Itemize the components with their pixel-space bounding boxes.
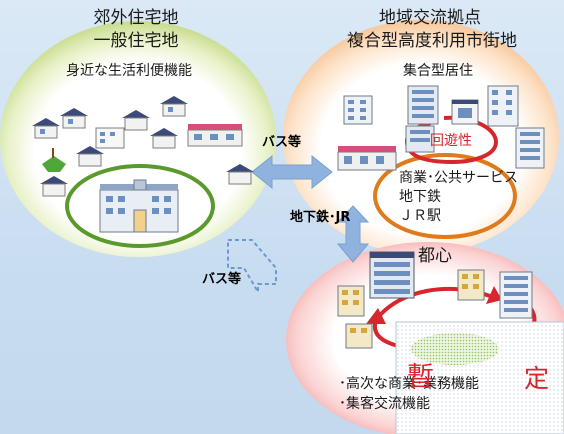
jr-station-label: ＪＲ駅: [399, 208, 441, 224]
bus-label-left: バス等: [202, 272, 242, 287]
commerce-label: 商業･公共サービス: [399, 170, 518, 186]
hub-title-line1: 地域交流拠点: [379, 8, 481, 28]
bus-dashed-arrow: [227, 239, 277, 296]
rail-double-arrow: [336, 205, 370, 263]
circulation-label: 回遊性: [430, 133, 472, 149]
commerce-ring: [373, 153, 517, 239]
center-loop-arrowhead-left: [366, 308, 386, 324]
house-icons: [32, 96, 254, 233]
center-functions-line2: ･集客交流機能: [339, 396, 430, 412]
stamp-char-1: 暫: [407, 362, 434, 393]
office-icons: [337, 251, 533, 349]
suburb-title-line2: 一般住宅地: [93, 31, 179, 51]
center-title: 都心: [418, 246, 452, 266]
suburb-title-line1: 郊外住宅地: [93, 8, 179, 28]
bus-label-top: バス等: [262, 135, 302, 150]
center-loop-arrowhead-top: [486, 286, 502, 304]
apartment-icons: [337, 85, 545, 171]
stamp-char-2: 定: [524, 364, 550, 393]
center-functions-line1: ･高次な商業･業務機能: [339, 376, 479, 392]
bus-double-arrow: [251, 154, 333, 190]
hub-title-line2: 複合型高度利用市街地: [347, 31, 517, 51]
suburb-inner-ring: [65, 164, 215, 248]
rail-label: 地下鉄･JR: [290, 210, 351, 225]
stamp-green-oval: [411, 333, 499, 365]
hub-residence-label: 集合型居住: [403, 63, 473, 79]
subway-label: 地下鉄: [399, 189, 441, 205]
suburb-function-label: 身近な生活利便機能: [66, 63, 192, 79]
